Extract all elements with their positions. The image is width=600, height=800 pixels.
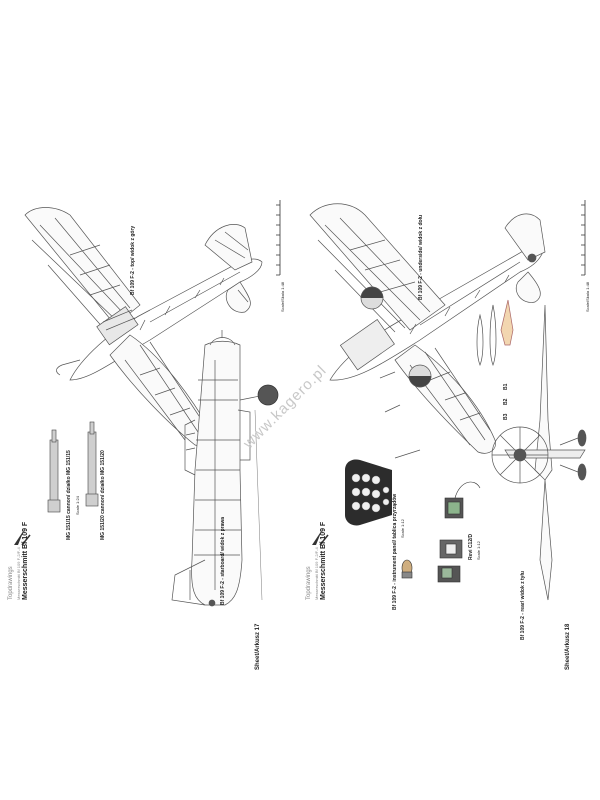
cannon-caption-1: MG 151/15 cannon/ działko MG 151/15 [66, 450, 72, 540]
scale-bar-label: Scale/Skala 1:48 [585, 281, 590, 312]
kagero-logo [312, 530, 329, 546]
scale-bar [581, 200, 586, 276]
aircraft-rear-view [491, 304, 587, 601]
instrument-panel-scale: Scale 1:12 [400, 519, 405, 538]
revi-gunsight-drawing [401, 481, 481, 583]
series-logo: Topdrawings [306, 566, 312, 600]
aircraft-title: Messerschmitt Bf 109 F [22, 521, 29, 600]
aircraft-side-view [171, 330, 279, 607]
aircraft-underside-view [309, 203, 546, 459]
cannon-caption-2: MG 151/20 cannon/ działko MG 151/20 [100, 450, 106, 540]
canopy-sections [476, 299, 514, 366]
series-logo: Topdrawings [8, 566, 14, 600]
sheet-label: Sheet/Arkusz 17 [255, 623, 261, 670]
kagero-logo [14, 530, 31, 546]
aircraft-title: Messerschmitt Bf 109 F [320, 521, 327, 600]
rear-view-caption: Bf 109 F-2 - rear/ widok z tyłu [520, 571, 526, 640]
underside-view-caption: Bf 109 F-2 - underside/ widok z dołu [418, 214, 424, 300]
callout-b1: B1 [503, 383, 509, 390]
scale-bar-label: Scale/Skala 1:48 [280, 281, 285, 312]
callout-b3: B3 [503, 413, 509, 420]
series-note: Messerschmitt Bf 109 F-2/F-4 [16, 547, 21, 600]
series-note: Messerschmitt Bf 109 F-2/F-4 [314, 547, 319, 600]
revi-scale: Scale 1:12 [476, 541, 481, 560]
scale-bar [276, 200, 281, 276]
cannon-drawings [47, 421, 99, 513]
cannon-scale: Scale 1:24 [75, 496, 80, 515]
sheet-label: Sheet/Arkusz 18 [565, 623, 571, 670]
aircraft-top-view [24, 207, 263, 446]
top-view-caption: Bf 109 F-2 - top/ widok z góry [130, 225, 136, 295]
revi-caption: Revi C12/D [468, 533, 474, 560]
callout-b2: B2 [503, 398, 509, 405]
side-view-caption: Bf 109 F-2 - starboard/ widok z prawa [220, 516, 226, 605]
instrument-panel-caption: Bf 109 F-2 - instrument panel/ tablica p… [392, 493, 398, 610]
instrument-panel-drawing [345, 459, 392, 526]
